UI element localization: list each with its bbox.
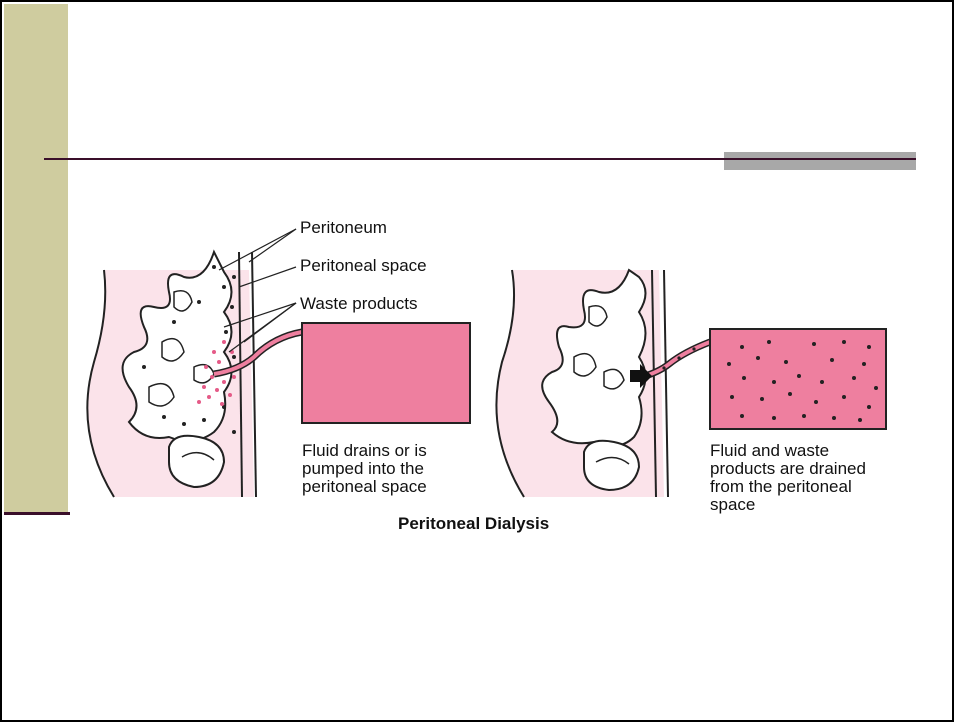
sidebar-bottom-rule: [4, 512, 70, 515]
right-drain-bag: [710, 329, 886, 429]
left-panel-caption: Fluid drains or is pumped into the perit…: [302, 442, 427, 496]
peritoneal-dialysis-figure: Peritoneum Peritoneal space Waste produc…: [74, 192, 898, 534]
label-peritoneum: Peritoneum: [300, 219, 387, 237]
figure-title: Peritoneal Dialysis: [398, 514, 549, 534]
label-waste-products: Waste products: [300, 295, 417, 313]
right-bladder: [584, 441, 639, 490]
title-rule: [44, 158, 916, 160]
left-bladder: [169, 436, 224, 487]
title-accent-block: [724, 152, 916, 170]
slide-sidebar-bar: [4, 4, 68, 514]
right-panel-caption: Fluid and waste products are drained fro…: [710, 442, 866, 514]
right-peritoneum-inner: [664, 270, 668, 497]
label-peritoneal-space: Peritoneal space: [300, 257, 427, 275]
left-dialysate-bag: [302, 323, 470, 423]
